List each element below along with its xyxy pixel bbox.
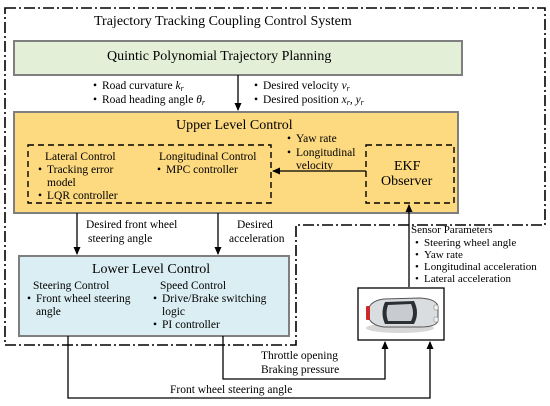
ekf-dashed-box — [365, 144, 455, 204]
car-icon — [366, 297, 439, 333]
road-heading-angle: Road heading angle θr — [93, 94, 205, 109]
feedback-yaw-rate: Yaw rate — [287, 133, 337, 146]
lateral-item-model: model — [47, 177, 76, 189]
sensor-item: Yaw rate — [415, 249, 463, 262]
sensor-title: Sensor Parameters — [411, 224, 493, 236]
road-curvature: Road curvature kr — [93, 80, 184, 95]
sensor-item: Longitudinal acceleration — [415, 261, 537, 274]
system-title: Trajectory Tracking Coupling Control Sys… — [94, 14, 352, 29]
speed-item: Drive/Brake switching — [153, 293, 266, 306]
speed-item-logic: logic — [162, 306, 185, 318]
lateral-control-title: Lateral Control — [45, 151, 116, 163]
ekf-observer-label: Observer — [381, 174, 433, 189]
signal-braking: Braking pressure — [261, 364, 340, 376]
controller-dashed-box — [27, 144, 272, 204]
steering-item-angle: angle — [36, 306, 61, 318]
car-frame — [357, 287, 445, 341]
signal-accel-2: acceleration — [229, 233, 285, 245]
arrow-steering-to-car — [67, 336, 434, 399]
signal-front-wheel-1: Desired front wheel — [86, 219, 178, 231]
upper-title: Upper Level Control — [176, 118, 293, 133]
lateral-item-lqr: LQR controller — [38, 190, 118, 203]
speed-control-title: Speed Control — [160, 280, 227, 292]
ekf-label: EKF — [394, 159, 421, 174]
steering-control-title: Steering Control — [33, 280, 110, 292]
speed-item-pi: PI controller — [153, 319, 220, 332]
longitudinal-item-mpc: MPC controller — [157, 164, 238, 177]
longitudinal-control-title: Longitudinal Control — [159, 151, 257, 163]
sensor-item: Lateral acceleration — [415, 273, 511, 286]
system-boundary — [4, 7, 546, 346]
desired-position: Desired position xr, yr — [254, 94, 364, 109]
lateral-item-tracking: Tracking error — [38, 164, 113, 177]
sensor-item: Steering wheel angle — [415, 237, 516, 250]
lower-title: Lower Level Control — [92, 262, 211, 277]
signal-front-wheel-2: steering angle — [88, 233, 153, 245]
planning-title: Quintic Polynomial Trajectory Planning — [107, 49, 332, 64]
signal-accel-1: Desired — [237, 219, 273, 231]
desired-velocity: Desired velocity vr — [254, 80, 350, 95]
signal-throttle: Throttle opening — [261, 350, 338, 362]
feedback-velocity: velocity — [296, 160, 334, 172]
planning-box-shape — [13, 40, 463, 76]
steering-item: Front wheel steering — [27, 293, 131, 306]
arrow-throttle-to-car — [222, 336, 389, 380]
feedback-longitudinal: Longitudinal — [287, 147, 355, 160]
signal-front-steering: Front wheel steering angle — [170, 384, 293, 396]
